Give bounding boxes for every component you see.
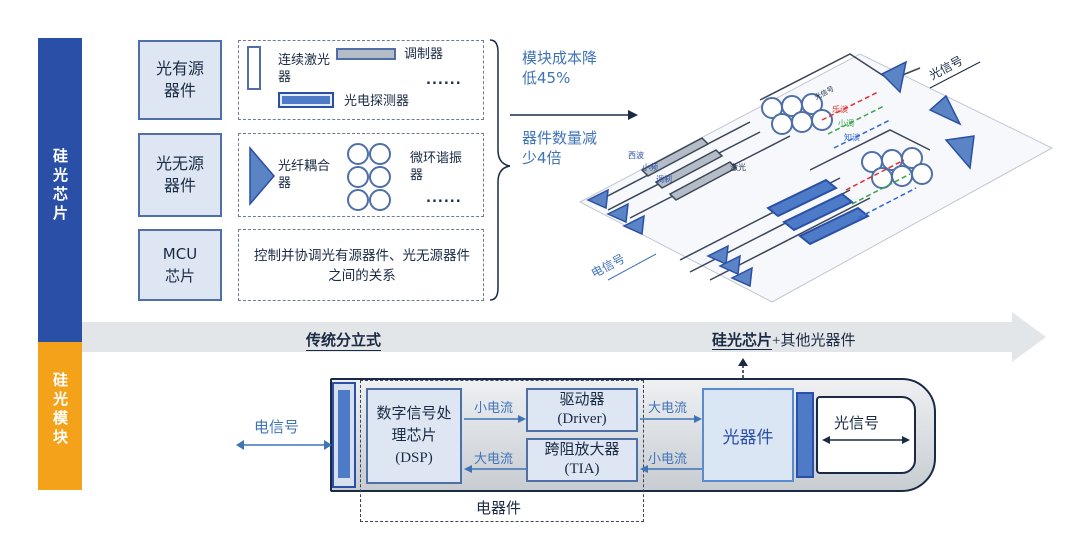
chip-tag-1: 西波 bbox=[628, 150, 644, 160]
tia-box: 跨阻放大器 (TIA) bbox=[526, 438, 638, 482]
photodetector-label: 光电探测器 bbox=[344, 94, 410, 109]
driver-optical-current-label: 大电流 bbox=[648, 400, 688, 415]
fiber-coupler-icon bbox=[249, 145, 275, 207]
active-device-title: 光有源器件 bbox=[155, 59, 204, 100]
optical-to-tia-arrow bbox=[640, 465, 702, 473]
silicon-module-side-bar bbox=[38, 342, 82, 490]
active-ellipsis: ...... bbox=[426, 73, 462, 88]
chip-tag-4: 乐谈 bbox=[832, 104, 848, 114]
silicon-chip-side-bar bbox=[38, 38, 82, 342]
to-chip-arrow bbox=[510, 110, 638, 120]
passive-ellipsis: ...... bbox=[426, 191, 462, 206]
cost-benefit: 模块成本降低45% bbox=[522, 49, 598, 87]
dsp-to-driver-arrow bbox=[464, 415, 526, 423]
electric-signal-arrow bbox=[236, 440, 332, 450]
tia-to-dsp-arrow bbox=[464, 465, 526, 473]
chip-tag-6: 知谈 bbox=[844, 132, 860, 142]
electrical-devices-region bbox=[360, 380, 644, 522]
electrical-devices-label: 电器件 bbox=[476, 501, 522, 517]
module-optical-signal-label: 光信号 bbox=[834, 416, 880, 432]
driver-name: 驱动器 bbox=[559, 392, 605, 408]
photodetector-icon bbox=[278, 92, 334, 108]
laser-icon bbox=[247, 46, 261, 90]
microring-icon bbox=[347, 143, 391, 211]
silicon-module-label: 硅光模块 bbox=[51, 372, 69, 448]
chip-center-label: 激光 bbox=[730, 162, 746, 172]
mcu-chip-title: MCU芯片 bbox=[162, 245, 198, 285]
chip-tag-5: 小调 bbox=[838, 119, 854, 128]
optical-tia-current-label: 小电流 bbox=[648, 451, 688, 466]
grouping-brace bbox=[489, 39, 511, 301]
mcu-chip-details bbox=[238, 229, 484, 301]
optical-signal-window bbox=[816, 396, 916, 474]
optical-device-box: 光器件 bbox=[702, 388, 794, 482]
chip-electric-signal-label: 电信号 bbox=[589, 251, 627, 280]
module-electric-signal-label: 电信号 bbox=[254, 420, 300, 436]
count-benefit: 器件数量减少4倍 bbox=[522, 129, 598, 167]
fiber-coupler-label: 光纤耦合器 bbox=[278, 159, 331, 191]
silicon-chip-label: 硅光芯片 bbox=[51, 148, 69, 224]
tia-dsp-current-label: 大电流 bbox=[474, 451, 514, 466]
dsp-driver-current-label: 小电流 bbox=[474, 400, 514, 415]
passive-device-title: 光无源器件 bbox=[155, 154, 204, 195]
silicon-chip-illustration: 西波 小频 调制 乐谈 小调 知谈 激光 光信号 电信号 光信号 bbox=[578, 53, 1054, 303]
active-device-box: 光有源器件 bbox=[138, 40, 222, 120]
driver-to-optical-arrow bbox=[640, 415, 702, 423]
tia-name: 跨阻放大器 bbox=[544, 442, 620, 458]
dsp-chip-label: 数字信号处理芯片(DSP) bbox=[376, 406, 452, 466]
silicon-plus-optics-label: 硅光芯片+其他光器件 bbox=[712, 333, 856, 350]
optical-port-block bbox=[796, 392, 814, 478]
dashed-up-arrow bbox=[738, 358, 748, 388]
modulator-icon bbox=[336, 48, 396, 60]
evolution-arrow-band bbox=[82, 312, 1046, 362]
modulator-label: 调制器 bbox=[404, 47, 444, 62]
laser-label: 连续激光器 bbox=[278, 53, 331, 85]
dsp-chip-box: 数字信号处理芯片(DSP) bbox=[366, 388, 462, 484]
mcu-description: 控制并协调光有源器件、光无源器件之间的关系 bbox=[254, 248, 470, 284]
driver-english: (Driver) bbox=[557, 411, 607, 427]
driver-box: 驱动器 (Driver) bbox=[526, 388, 638, 432]
mcu-chip-box: MCU芯片 bbox=[138, 229, 222, 301]
optical-signal-arrow bbox=[822, 436, 910, 444]
optical-device-label: 光器件 bbox=[722, 427, 774, 448]
microring-label: 微环谐振器 bbox=[410, 151, 463, 183]
tia-english: (TIA) bbox=[564, 461, 600, 477]
traditional-discrete-label: 传统分立式 bbox=[306, 329, 382, 351]
chip-optical-signal-label: 光信号 bbox=[927, 53, 965, 82]
passive-device-box: 光无源器件 bbox=[138, 133, 222, 217]
chip-tag-3: 调制 bbox=[656, 174, 672, 184]
module-edge-connector bbox=[332, 382, 356, 488]
chip-tag-2: 小频 bbox=[642, 162, 658, 172]
